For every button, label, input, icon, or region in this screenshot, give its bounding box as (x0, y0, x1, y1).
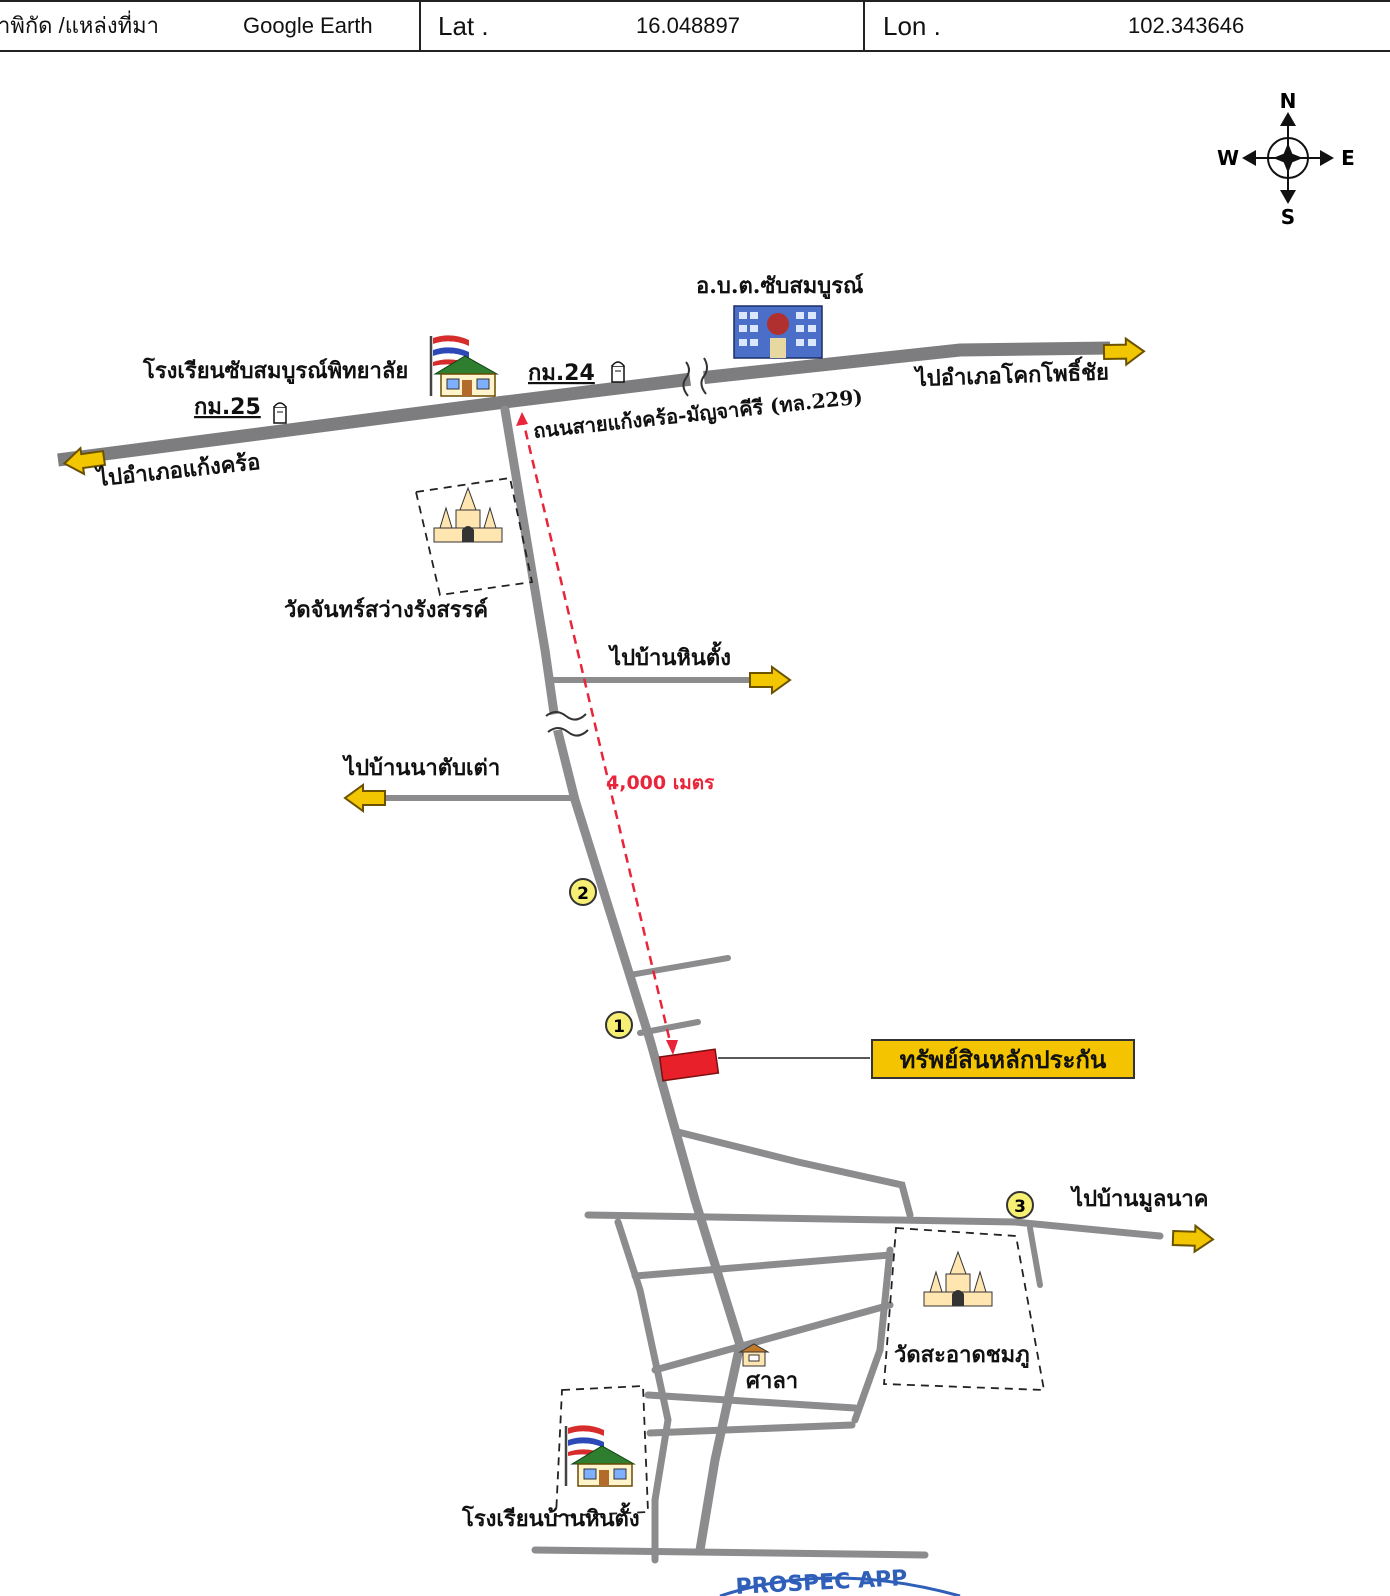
coordinate-header: าพิกัด /แหล่งที่มา Google Earth Lat . 16… (0, 0, 1390, 52)
source-label: าพิกัด /แหล่งที่มา (0, 13, 159, 38)
compass-north-label: N (1280, 89, 1297, 113)
marker-1: 1 (605, 1011, 633, 1039)
sala-label: ศาลา (746, 1368, 798, 1394)
to-ban-hin-tang-label: ไปบ้านหินตั้ง (608, 641, 731, 671)
compass-rose-icon: N S E W (1217, 89, 1355, 229)
compass-east-label: E (1341, 146, 1355, 170)
appraiser-stamp: PROSPEC APP (719, 1566, 961, 1596)
marker-3-label: 3 (1014, 1197, 1026, 1217)
km24-label: กม.24 (528, 361, 595, 386)
government-office-icon (733, 305, 823, 359)
to-ban-mun-nak-label: ไปบ้านมูลนาค (1070, 1185, 1208, 1213)
stamp-text: PROSPEC APP (735, 1566, 908, 1596)
marker-2-label: 2 (577, 884, 589, 904)
school-bottom-area (555, 1385, 649, 1517)
lat-label: Lat . (438, 11, 489, 41)
temple-bottom-label: วัดสะอาดชมภู (894, 1342, 1030, 1369)
collateral-label-box: ทรัพย์สินหลักประกัน (871, 1039, 1135, 1079)
temple-top-label: วัดจันทร์สว่างรังสรรค์ (284, 597, 488, 623)
temple-icon (433, 486, 503, 543)
highway-229 (57, 341, 1111, 467)
to-ban-na-tap-tao-label: ไปบ้านนาตับเต่า (342, 754, 500, 781)
sala-icon (738, 1343, 770, 1367)
school-building-icon (564, 1425, 636, 1487)
collateral-label: ทรัพย์สินหลักประกัน (900, 1045, 1107, 1074)
arrow-right-icon (1171, 1224, 1215, 1254)
lon-label: Lon . (883, 11, 941, 41)
school-building-icon (429, 335, 499, 397)
kilometer-post-icon (611, 361, 625, 383)
source-value: Google Earth (243, 13, 373, 38)
temple-icon (923, 1250, 993, 1307)
compass-west-label: W (1217, 146, 1239, 170)
marker-3: 3 (1006, 1191, 1034, 1219)
arrow-right-icon (749, 666, 791, 694)
school-bottom-label: โรงเรียนบ้านหินตั้ง (461, 1502, 640, 1532)
header-divider (863, 2, 865, 50)
marker-2: 2 (569, 878, 597, 906)
compass-south-label: S (1281, 205, 1295, 229)
header-divider (419, 2, 421, 50)
collateral-property-marker (658, 1048, 720, 1082)
kilometer-post-icon (273, 402, 287, 424)
km25-label: กม.25 (194, 395, 261, 420)
to-khok-pho-chai-label: ไปอำเภอโคกโพธิ์ชัย (913, 355, 1109, 392)
sao-office-label: อ.บ.ต.ซับสมบูรณ์ (696, 273, 863, 300)
local-road-network (382, 405, 1164, 1564)
temple-top-area (414, 476, 534, 597)
arrow-left-icon (344, 784, 386, 812)
temple-bottom-area (883, 1227, 1046, 1391)
marker-1-label: 1 (613, 1017, 625, 1037)
distance-label: 4,000 เมตร (606, 772, 715, 794)
lon-value: 102.343646 (1128, 13, 1245, 38)
school-top-label: โรงเรียนซับสมบูรณ์พิทยาลัย (142, 357, 408, 385)
lat-value: 16.048897 (636, 13, 740, 38)
distance-line (516, 412, 678, 1055)
